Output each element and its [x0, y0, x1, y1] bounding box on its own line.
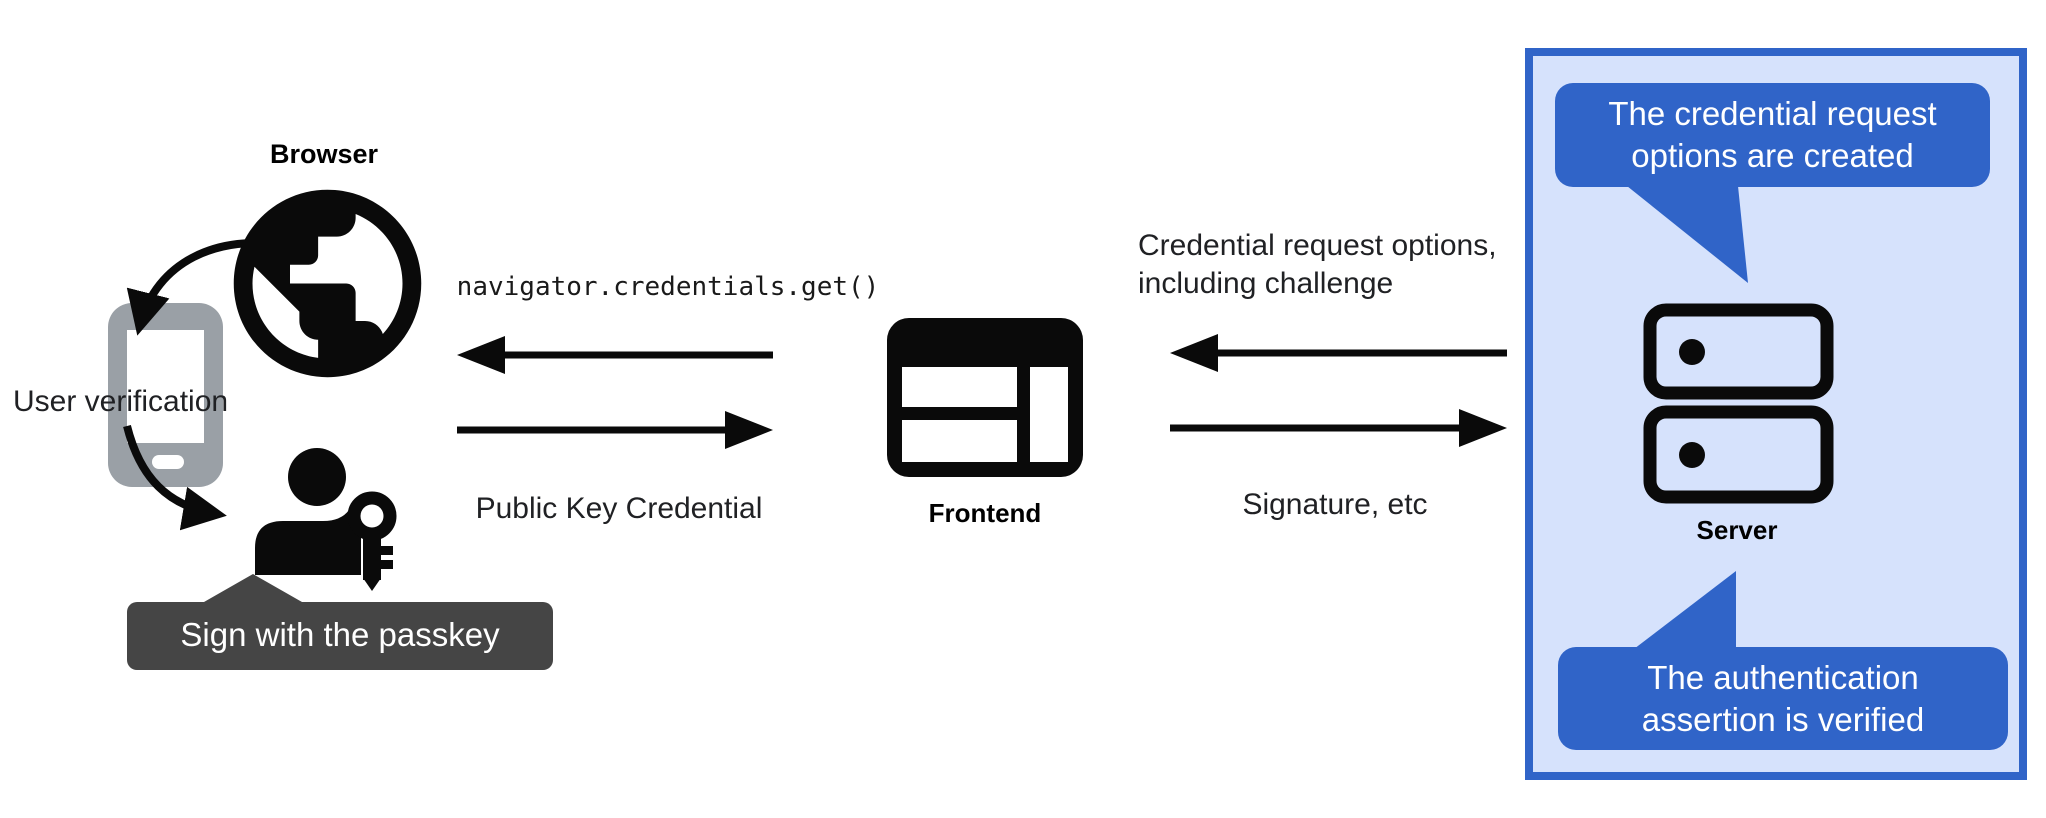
- tooltip-tail: [197, 574, 309, 606]
- bottom-callout-tail: [1630, 571, 1736, 652]
- public-key-credential-label: Public Key Credential: [475, 492, 763, 525]
- arrow-server-to-frontend: [1170, 334, 1507, 372]
- callout-bottom-line2: assertion is verified: [1641, 700, 1925, 738]
- server-label: Server: [1696, 515, 1778, 545]
- user-verification-label: User verification: [13, 385, 229, 418]
- server-callout-top: The credential request options are creat…: [1555, 83, 1990, 187]
- credential-request-line1: Credential request options,: [1138, 229, 1497, 262]
- browser-label: Browser: [269, 139, 379, 169]
- callout-top-line1: The credential request: [1608, 95, 1937, 132]
- server-stack-icon: [1643, 303, 1834, 504]
- credential-request-line2: including challenge: [1138, 267, 1394, 300]
- callout-bottom-line1: The authentication: [1647, 658, 1919, 696]
- credential-request-options-label: Credential request options, including ch…: [1138, 227, 1497, 303]
- browser-window-icon: [887, 318, 1083, 477]
- sign-with-passkey-tooltip: Sign with the passkey: [127, 602, 553, 670]
- callout-top-line2: options are created: [1631, 137, 1914, 174]
- smartphone-icon: [108, 303, 223, 487]
- server-callout-bottom: The authentication assertion is verified: [1558, 647, 2008, 750]
- arrow-frontend-to-server: [1170, 409, 1507, 447]
- arrow-browser-to-phone: [126, 239, 289, 336]
- arrow-frontend-to-browser: [457, 336, 773, 374]
- signature-label: Signature, etc: [1242, 488, 1428, 521]
- arrow-browser-to-frontend: [457, 411, 773, 449]
- globe-icon: [233, 189, 422, 378]
- navigator-credentials-get-call: navigator.credentials.get(): [456, 272, 880, 302]
- frontend-label: Frontend: [928, 498, 1042, 528]
- person-with-key-icon: [255, 448, 397, 591]
- arrow-phone-to-user: [123, 425, 227, 531]
- top-callout-tail: [1627, 186, 1748, 283]
